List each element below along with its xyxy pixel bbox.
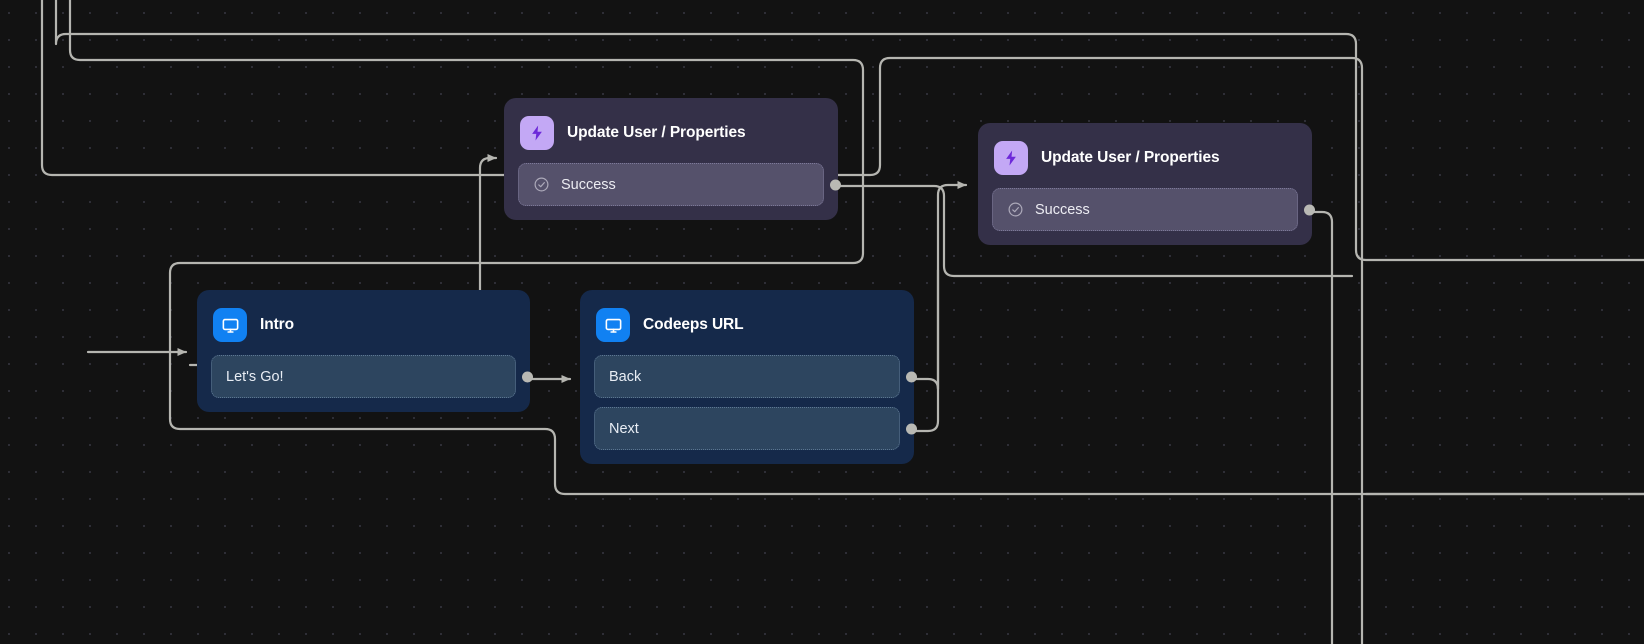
node-update-user-properties-1[interactable]: Update User / Properties Success (504, 98, 841, 220)
node-codeeps-url[interactable]: Codeeps URL Back Next (580, 290, 917, 464)
handle-row-lets-go[interactable]: Let's Go! (211, 355, 533, 398)
monitor-icon (596, 308, 630, 342)
edge-wrap-mid (54, 0, 1644, 262)
node-title: Update User / Properties (1041, 149, 1220, 166)
node-intro[interactable]: Intro Let's Go! (197, 290, 533, 412)
node-title: Update User / Properties (567, 124, 746, 141)
handle-label: Let's Go! (226, 368, 284, 385)
monitor-icon (213, 308, 247, 342)
handle-row-success[interactable]: Success (518, 163, 841, 206)
output-handle-dot[interactable] (522, 371, 533, 382)
handle-row-success[interactable]: Success (992, 188, 1315, 231)
output-handle-dot[interactable] (1304, 204, 1315, 215)
lightning-bolt-icon (520, 116, 554, 150)
handle-row-back[interactable]: Back (594, 355, 917, 398)
node-header: Update User / Properties (994, 141, 1298, 175)
node-header: Intro (213, 308, 516, 342)
handle-row-next[interactable]: Next (594, 407, 917, 450)
node-header: Codeeps URL (596, 308, 900, 342)
handle-label: Back (609, 368, 642, 385)
lightning-bolt-icon (994, 141, 1028, 175)
node-update-user-properties-2[interactable]: Update User / Properties Success (978, 123, 1315, 245)
node-header: Update User / Properties (520, 116, 824, 150)
node-title: Codeeps URL (643, 316, 744, 333)
handle-label: Next (609, 420, 639, 437)
circle-check-icon (534, 177, 549, 192)
output-handle-dot[interactable] (906, 371, 917, 382)
edge-update2-success-out (1295, 210, 1334, 644)
node-title: Intro (260, 316, 294, 333)
handle-label: Success (561, 176, 616, 193)
output-handle-dot[interactable] (830, 179, 841, 190)
output-handle-dot[interactable] (906, 423, 917, 434)
handle-label: Success (1035, 201, 1090, 218)
circle-check-icon (1008, 202, 1023, 217)
